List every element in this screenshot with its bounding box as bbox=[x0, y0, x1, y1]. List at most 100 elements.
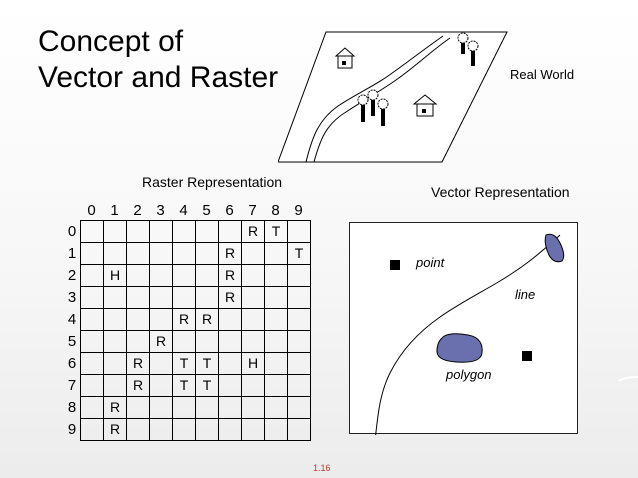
raster-cell bbox=[173, 331, 196, 353]
row-header: 0 bbox=[67, 223, 77, 240]
raster-cell bbox=[265, 265, 288, 287]
raster-cell: R bbox=[173, 309, 196, 331]
raster-cell bbox=[104, 331, 127, 353]
column-header: 0 bbox=[87, 202, 96, 219]
raster-cell: R bbox=[104, 419, 127, 441]
tree-icons-top bbox=[457, 32, 479, 66]
raster-cell bbox=[196, 265, 219, 287]
raster-cell bbox=[219, 221, 242, 243]
raster-cell bbox=[196, 419, 219, 441]
raster-cell bbox=[288, 331, 311, 353]
raster-cell bbox=[242, 397, 265, 419]
raster-cell bbox=[104, 309, 127, 331]
raster-cell bbox=[219, 419, 242, 441]
column-header: 1 bbox=[110, 202, 119, 219]
raster-cell: R bbox=[104, 397, 127, 419]
column-header: 9 bbox=[294, 202, 303, 219]
raster-cell bbox=[265, 353, 288, 375]
row-header: 6 bbox=[67, 355, 77, 372]
raster-cell bbox=[150, 419, 173, 441]
row-header: 5 bbox=[67, 333, 77, 350]
raster-cell bbox=[150, 309, 173, 331]
raster-cell bbox=[196, 221, 219, 243]
raster-cell bbox=[150, 397, 173, 419]
raster-cell: H bbox=[242, 353, 265, 375]
raster-cell bbox=[219, 375, 242, 397]
raster-cell bbox=[219, 397, 242, 419]
real-world-illustration bbox=[278, 31, 508, 163]
raster-cell bbox=[150, 243, 173, 265]
raster-cell bbox=[219, 353, 242, 375]
raster-cell: T bbox=[196, 375, 219, 397]
raster-cell bbox=[150, 265, 173, 287]
raster-cell bbox=[265, 309, 288, 331]
raster-cell bbox=[127, 265, 150, 287]
raster-cell bbox=[265, 419, 288, 441]
row-header: 8 bbox=[67, 399, 77, 416]
column-header: 8 bbox=[271, 202, 280, 219]
polygon-feature-small bbox=[544, 233, 565, 263]
raster-cell bbox=[81, 309, 104, 331]
row-header: 1 bbox=[67, 245, 77, 262]
raster-cell bbox=[81, 353, 104, 375]
raster-cell: R bbox=[127, 375, 150, 397]
raster-cell bbox=[127, 419, 150, 441]
raster-cell bbox=[242, 309, 265, 331]
raster-cell bbox=[196, 287, 219, 309]
raster-cell bbox=[173, 243, 196, 265]
slide-title: Concept of Vector and Raster bbox=[38, 24, 278, 96]
raster-cell bbox=[242, 419, 265, 441]
raster-cell bbox=[150, 375, 173, 397]
line-feature bbox=[375, 234, 561, 435]
raster-cell bbox=[127, 397, 150, 419]
raster-cell bbox=[127, 221, 150, 243]
raster-cell bbox=[242, 243, 265, 265]
raster-cell bbox=[173, 419, 196, 441]
raster-cell bbox=[196, 397, 219, 419]
raster-cell bbox=[127, 243, 150, 265]
raster-cell bbox=[150, 353, 173, 375]
raster-cell bbox=[265, 243, 288, 265]
point-marker-1 bbox=[390, 260, 400, 270]
vector-panel: point line polygon bbox=[349, 222, 578, 435]
polygon-feature-large bbox=[436, 333, 483, 363]
raster-cell bbox=[81, 243, 104, 265]
raster-cell bbox=[81, 397, 104, 419]
column-header: 3 bbox=[156, 202, 165, 219]
raster-cell bbox=[265, 397, 288, 419]
raster-cell: R bbox=[219, 287, 242, 309]
raster-cell: R bbox=[150, 331, 173, 353]
raster-cell bbox=[127, 309, 150, 331]
raster-cell bbox=[288, 265, 311, 287]
raster-cell bbox=[242, 331, 265, 353]
raster-cell: R bbox=[219, 265, 242, 287]
raster-cell bbox=[81, 375, 104, 397]
column-header: 6 bbox=[225, 202, 234, 219]
polygon-label: polygon bbox=[446, 367, 492, 382]
raster-cell: R bbox=[219, 243, 242, 265]
raster-cell bbox=[173, 397, 196, 419]
raster-cell bbox=[242, 287, 265, 309]
raster-cell: T bbox=[196, 353, 219, 375]
raster-cell bbox=[219, 309, 242, 331]
raster-cell bbox=[242, 265, 265, 287]
decorative-swoosh bbox=[618, 376, 638, 382]
row-header: 3 bbox=[67, 289, 77, 306]
raster-cell bbox=[150, 221, 173, 243]
point-marker-2 bbox=[522, 351, 532, 361]
raster-cell: R bbox=[196, 309, 219, 331]
river-bank-1 bbox=[305, 35, 444, 163]
raster-cell bbox=[288, 397, 311, 419]
row-header: 9 bbox=[67, 421, 77, 438]
raster-cell: T bbox=[265, 221, 288, 243]
raster-cell bbox=[150, 287, 173, 309]
raster-cell bbox=[288, 309, 311, 331]
raster-cell bbox=[288, 375, 311, 397]
column-header: 2 bbox=[133, 202, 142, 219]
raster-cell bbox=[288, 287, 311, 309]
real-world-parallelogram bbox=[278, 31, 508, 163]
raster-cell bbox=[81, 287, 104, 309]
raster-cell bbox=[196, 243, 219, 265]
